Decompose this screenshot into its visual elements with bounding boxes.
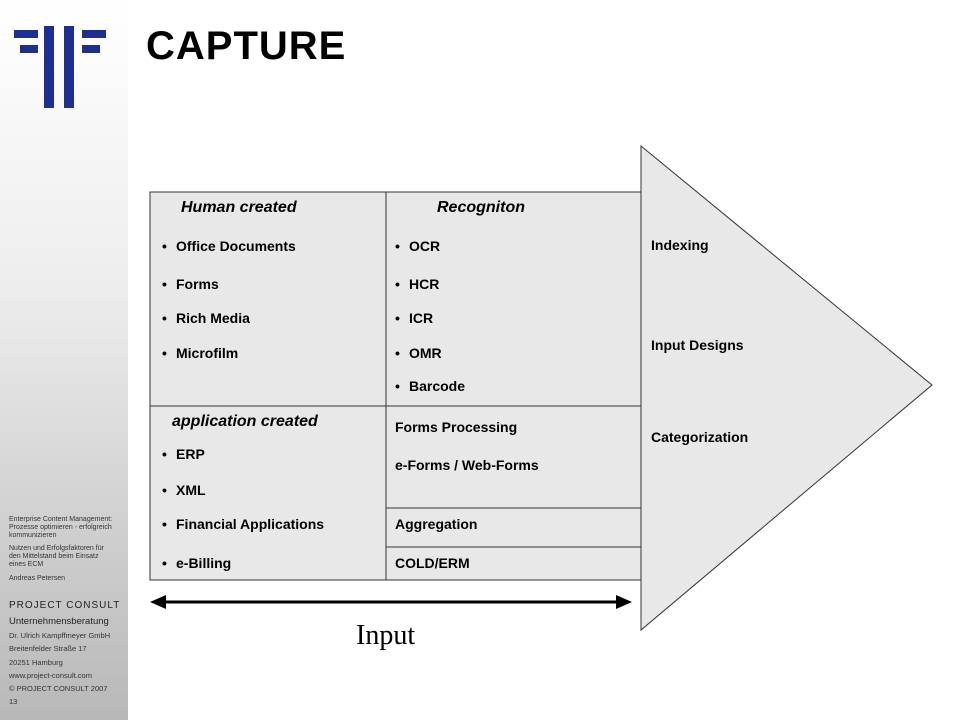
indexing-label: Indexing	[651, 237, 709, 253]
list-item: OCR	[395, 238, 440, 254]
list-item: OMR	[395, 345, 442, 361]
list-item: e-Billing	[162, 555, 231, 571]
forms-processing-label: Forms Processing	[395, 419, 518, 435]
project-consult-logo	[14, 26, 106, 108]
list-item: ICR	[395, 310, 433, 326]
company-name: PROJECT CONSULT	[9, 600, 121, 611]
list-item: Barcode	[395, 378, 465, 394]
list-item: Microfilm	[162, 345, 238, 361]
sidebar-desc-line: Prozesse optimieren - erfolgreich	[9, 524, 112, 531]
list-item: HCR	[395, 276, 439, 292]
human-created-heading: Human created	[181, 199, 297, 216]
copyright: © PROJECT CONSULT 2007	[9, 684, 108, 693]
list-item: Office Documents	[162, 238, 296, 254]
website-link[interactable]: www.project-consult.com	[9, 671, 92, 680]
sidebar-desc-line: Nutzen und Erfolgsfaktoren für	[9, 545, 104, 552]
address-line: Breitenfelder Straße 17	[9, 644, 87, 653]
list-item: ERP	[162, 446, 205, 462]
sidebar-desc-line: Enterprise Content Management:	[9, 516, 113, 523]
sidebar-desc-line: eines ECM	[9, 561, 44, 568]
page-title: CAPTURE	[146, 24, 347, 68]
arrow-head-shape	[640, 144, 933, 632]
sidebar-author: Andreas Petersen	[9, 575, 66, 582]
sidebar-desc-line: den Mittelstand beim Einsatz	[9, 553, 99, 560]
input-designs-label: Input Designs	[651, 337, 744, 353]
list-item: XML	[162, 482, 206, 498]
list-item: Financial Applications	[162, 516, 324, 532]
page-number: 13	[9, 697, 18, 706]
input-label: Input	[356, 620, 416, 651]
application-created-heading: application created	[172, 413, 318, 430]
recognition-heading: Recogniton	[437, 199, 525, 216]
input-range-arrow	[150, 595, 632, 609]
categorization-label: Categorization	[651, 429, 749, 445]
sidebar-desc-line: kommunizieren	[9, 532, 57, 539]
company-subtitle: Unternehmensberatung	[9, 616, 109, 627]
address-line: Dr. Ulrich Kampffmeyer GmbH	[9, 631, 111, 640]
aggregation-label: Aggregation	[395, 516, 478, 532]
cold-erm-label: COLD/ERM	[395, 555, 470, 571]
list-item: Rich Media	[162, 310, 250, 326]
eforms-label: e-Forms / Web-Forms	[395, 457, 539, 473]
sidebar: Enterprise Content Management: Prozesse …	[0, 0, 128, 720]
address-line: 20251 Hamburg	[9, 658, 63, 667]
list-item: Forms	[162, 276, 219, 292]
